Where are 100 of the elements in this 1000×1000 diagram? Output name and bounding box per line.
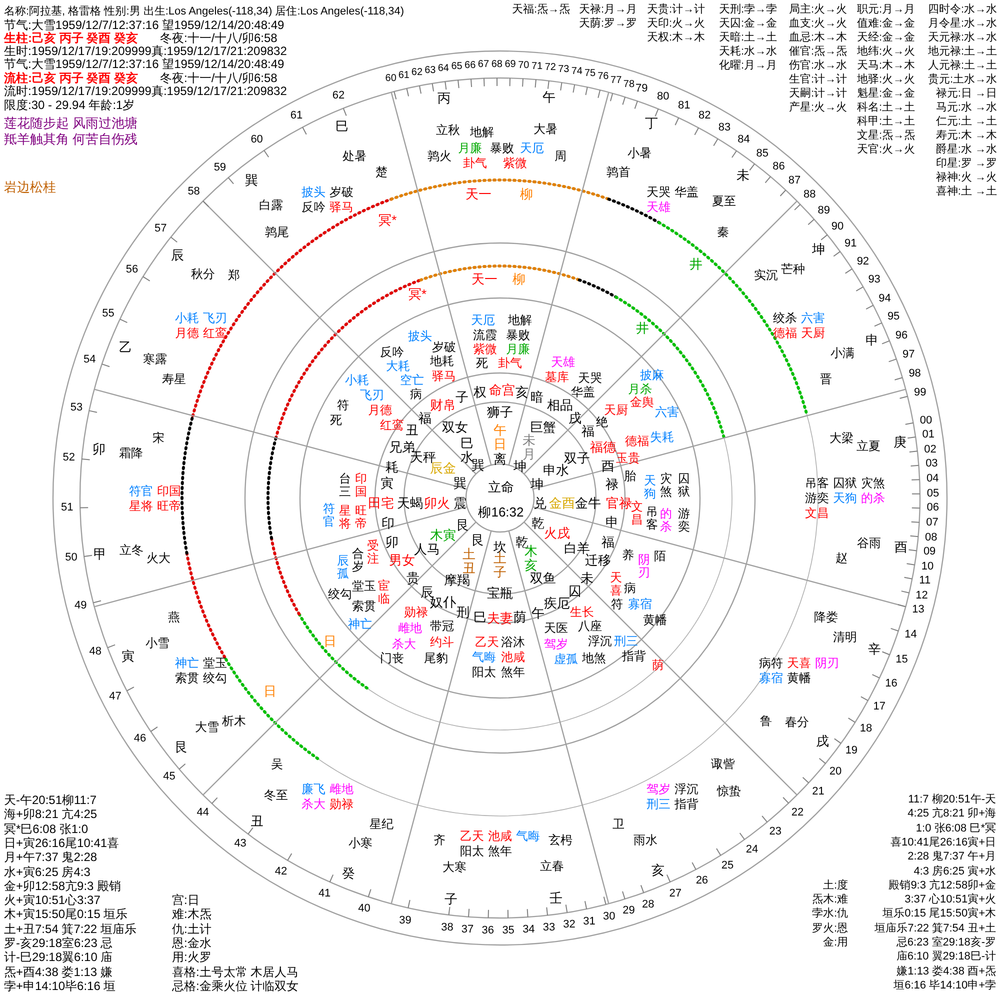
degree-number: 95 bbox=[887, 312, 900, 323]
degree-number: 85 bbox=[756, 148, 769, 160]
table-cell: 寿元:木 →木 bbox=[936, 130, 997, 142]
degree-number: 31 bbox=[583, 916, 596, 928]
degree-number: 74 bbox=[571, 66, 582, 77]
table-cell: 天元禄:水→水 bbox=[928, 32, 997, 44]
palace-label: 相品 bbox=[547, 398, 573, 412]
region-label: 鲁 bbox=[760, 715, 772, 728]
sign-label: 宝瓶 bbox=[487, 586, 513, 600]
direction-label: 癸 bbox=[342, 866, 356, 880]
star-label: 堂玉 bbox=[352, 580, 376, 592]
table-row: 喜格:土号太常 木居人马 bbox=[172, 966, 299, 978]
degree-number: 57 bbox=[154, 224, 167, 235]
note-text: 岩边松桂 bbox=[4, 180, 56, 194]
poem-line: 莲花随步起 风雨过池塘 bbox=[4, 116, 138, 130]
degree-number: 83 bbox=[718, 122, 731, 134]
degree-number: 39 bbox=[399, 915, 412, 926]
star-label: 符官 bbox=[323, 502, 335, 528]
degree-number: 62 bbox=[411, 68, 423, 78]
star-label: 天厨 bbox=[800, 327, 825, 339]
degree-number: 48 bbox=[89, 646, 102, 658]
star-label: 约斗 bbox=[430, 636, 454, 648]
star-label: 辰孤 bbox=[337, 554, 349, 580]
star-label: 绞杀 bbox=[772, 312, 797, 324]
palace-label: 午 bbox=[532, 606, 544, 620]
sign-label: 双子 bbox=[564, 452, 590, 464]
header-text: 节气:大雪1959/12/7/12:37:16 望1959/12/14/20:48:49 bbox=[4, 19, 284, 31]
palace-label: 兄弟 bbox=[389, 440, 415, 454]
degree-number: 73 bbox=[558, 64, 570, 75]
table-cell: 地驿:火→火 bbox=[856, 74, 915, 86]
palace-label: 男女 bbox=[389, 554, 415, 566]
region-label: 玄枵 bbox=[548, 834, 572, 846]
star-label: 病 bbox=[624, 582, 636, 594]
palace-label: 耗 bbox=[386, 460, 398, 474]
star-label: 合岁 bbox=[352, 547, 364, 573]
table-cell: 伤官:水→水 bbox=[788, 60, 847, 72]
palace-label: 迁移 bbox=[585, 554, 611, 566]
sign-label: 摩羯 bbox=[444, 574, 470, 586]
degree-number: 78 bbox=[623, 80, 635, 90]
star-label: 杀大 bbox=[392, 638, 416, 650]
star-label: 旺帝 bbox=[355, 504, 367, 530]
degree-number: 38 bbox=[441, 922, 454, 934]
star-label: 勋禄 bbox=[330, 798, 354, 810]
star-label: 岁破 bbox=[432, 341, 456, 353]
table-cell: 天嗣:计→计 bbox=[788, 88, 847, 100]
sign-label: 双鱼 bbox=[530, 572, 556, 584]
table-row: 炁+酉4:38 娄1:13 嫌 bbox=[4, 966, 112, 978]
table-cell: 化曜:月→月 bbox=[718, 60, 777, 72]
table-row: 1:0 张6:08 巳*冥 bbox=[916, 823, 996, 834]
center-label: 柳16:32 bbox=[478, 506, 524, 518]
star-label: 月德 bbox=[368, 404, 392, 416]
poem-line: 羝羊触其角 何苦自伤残 bbox=[4, 132, 138, 146]
degree-number: 64 bbox=[438, 64, 449, 74]
sign-label: 金牛 bbox=[575, 496, 601, 510]
table-row: 喜10:41尾26:16寅+日 bbox=[890, 837, 996, 848]
region-label: 齐 bbox=[434, 834, 446, 846]
sign-label: 土丑 bbox=[462, 547, 476, 575]
star-label: 华盖 bbox=[571, 386, 595, 398]
palace-label: 命宫 bbox=[489, 384, 515, 396]
degree-number: 25 bbox=[721, 860, 734, 872]
star-label: 披头 bbox=[408, 330, 432, 342]
solar-term-label: 小寒 bbox=[348, 836, 373, 849]
table-row: 孛+申14:10毕6:16 垣 bbox=[4, 980, 116, 992]
degree-number: 91 bbox=[844, 238, 857, 250]
star-label: 气晦 bbox=[472, 651, 496, 663]
star-label: 虚孤 bbox=[554, 653, 578, 665]
star-label: 浮沉 bbox=[588, 635, 612, 647]
palace-label: 印 bbox=[382, 516, 394, 530]
planet-label: 日 bbox=[323, 634, 336, 648]
sign-label: 金酉 bbox=[549, 496, 575, 510]
table-row: 罗火:恩 bbox=[812, 923, 848, 934]
table-cell: 禄元:日 →日 bbox=[936, 88, 997, 100]
solar-term-label: 霜降 bbox=[118, 446, 143, 459]
star-label: 陌 bbox=[654, 550, 666, 562]
degree-number: 21 bbox=[812, 786, 824, 798]
star-label: 紫微 bbox=[473, 343, 497, 355]
star-label: 阳太 bbox=[472, 666, 496, 678]
degree-number: 80 bbox=[657, 91, 670, 102]
palace-label: 辰 bbox=[420, 586, 434, 598]
star-label: 黄幡 bbox=[643, 614, 667, 626]
solar-term-label: 小雪 bbox=[146, 637, 170, 650]
star-label: 月德 bbox=[175, 327, 200, 339]
degree-number: 42 bbox=[274, 866, 288, 878]
table-row: 用:火罗 bbox=[172, 951, 212, 964]
region-label: 宋 bbox=[152, 432, 164, 444]
star-label: 天医 bbox=[544, 622, 568, 634]
degree-number: 72 bbox=[544, 62, 556, 73]
planet-label: 天一 bbox=[472, 272, 498, 286]
region-label: 大梁 bbox=[830, 432, 854, 444]
star-label: 杀大 bbox=[302, 798, 326, 810]
region-label: 火大 bbox=[146, 552, 170, 564]
star-label: 地解 bbox=[508, 314, 532, 326]
star-label: 披头 bbox=[302, 186, 326, 198]
star-label: 指背 bbox=[674, 798, 698, 810]
degree-number: 03 bbox=[926, 458, 938, 470]
direction-label: 丙 bbox=[437, 91, 450, 104]
star-label: 廉飞 bbox=[302, 783, 326, 796]
star-label: 索贯 bbox=[352, 600, 376, 612]
sign-label: 巽 bbox=[454, 476, 466, 490]
sign-label: 未月 bbox=[522, 433, 536, 461]
